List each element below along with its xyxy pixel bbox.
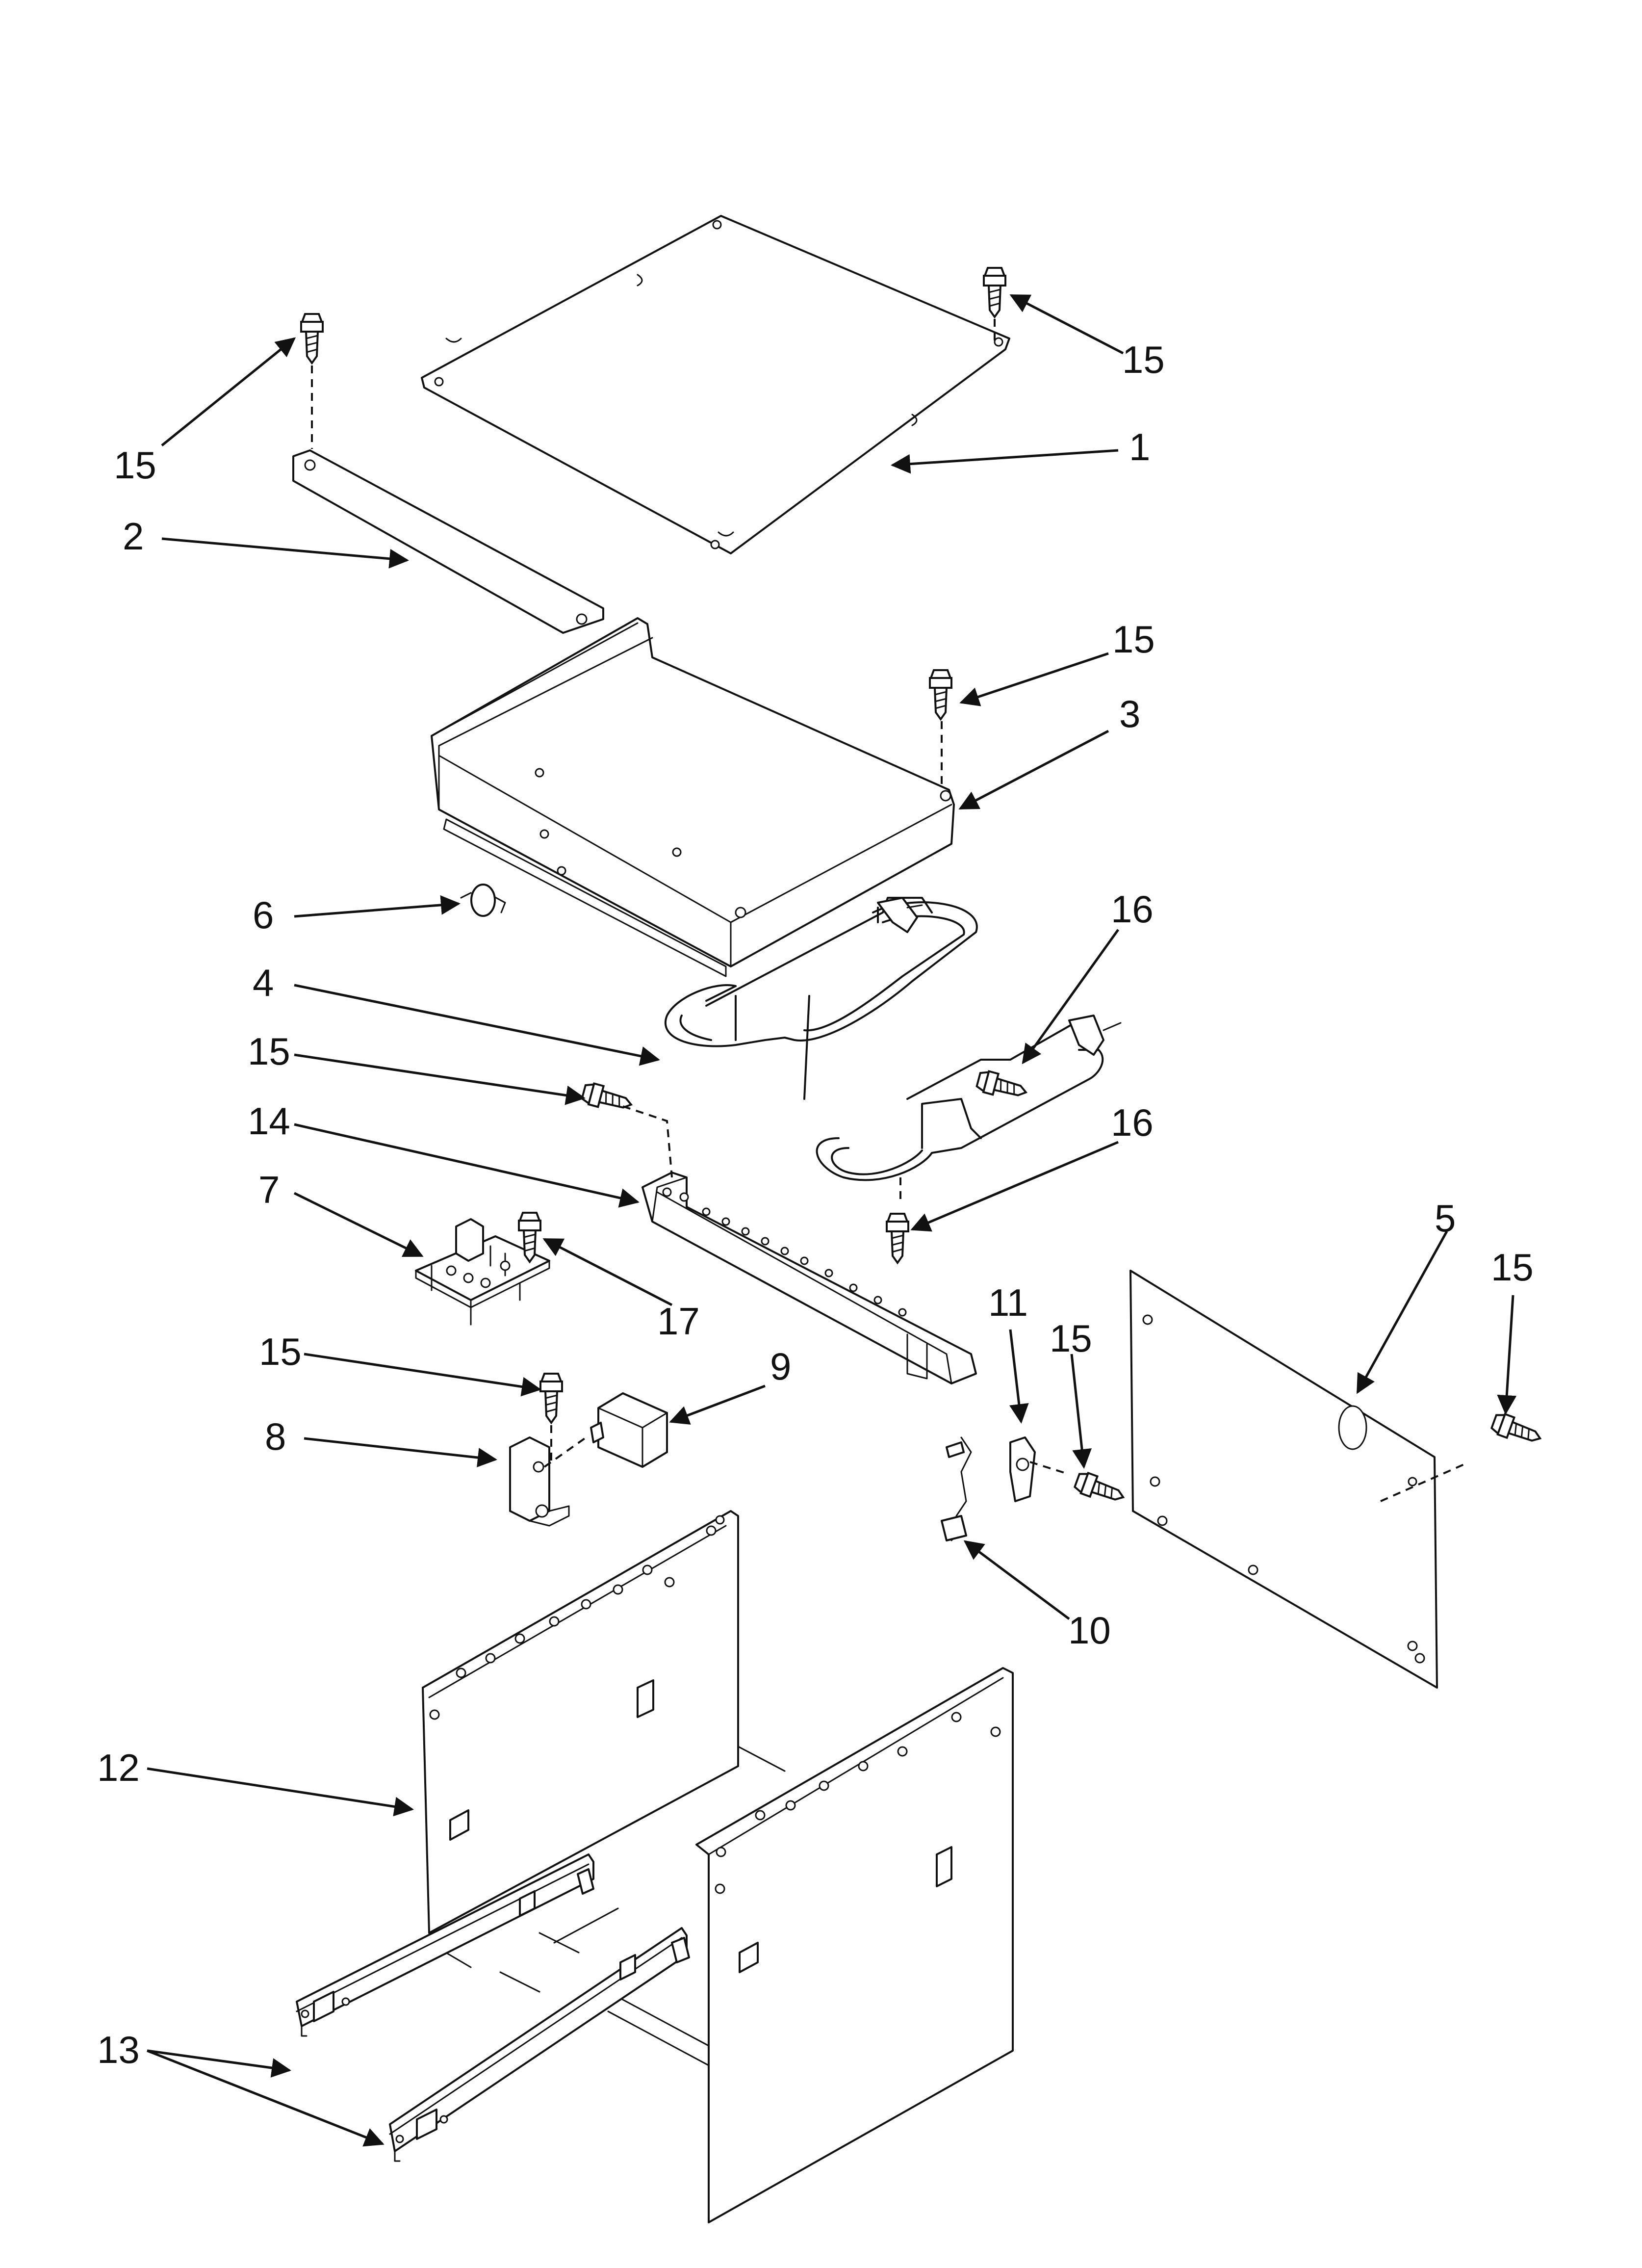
callout-10: 10 xyxy=(1068,1609,1111,1652)
callout-labels: 15 15 1 2 15 3 6 16 4 15 16 14 7 17 15 9… xyxy=(97,338,1534,2071)
part-7-control-board xyxy=(415,1218,550,1326)
callout-6: 6 xyxy=(253,893,274,937)
part-14-support-channel xyxy=(641,1172,977,1384)
callout-12: 12 xyxy=(97,1746,140,1789)
callout-15: 15 xyxy=(259,1330,302,1373)
part-12-cabinet-frame xyxy=(422,1510,1014,2223)
callout-8: 8 xyxy=(265,1415,286,1458)
part-11-clip xyxy=(1009,1436,1036,1502)
part-8-switch-bracket xyxy=(509,1436,570,1527)
screw-16-element-bottom xyxy=(886,1213,909,1264)
screw-15-panel xyxy=(1489,1410,1545,1450)
callout-1: 1 xyxy=(1129,425,1150,469)
part-4-heating-element xyxy=(665,897,1122,1181)
screw-16-element-side xyxy=(975,1068,1030,1104)
screw-15-housing xyxy=(929,669,952,720)
callout-15: 15 xyxy=(1122,338,1165,381)
callout-15: 15 xyxy=(114,443,156,487)
callout-15: 15 xyxy=(1491,1246,1534,1289)
callout-15: 15 xyxy=(1112,618,1155,661)
callout-17: 17 xyxy=(657,1300,700,1343)
callout-5: 5 xyxy=(1435,1197,1456,1240)
screw-15-top-right xyxy=(983,267,1006,318)
part-3-housing-tray xyxy=(431,617,955,977)
screw-15-channel xyxy=(580,1080,635,1116)
callout-3: 3 xyxy=(1119,692,1140,735)
assembly-lines xyxy=(311,319,1464,1502)
callout-15: 15 xyxy=(1050,1317,1092,1360)
callout-9: 9 xyxy=(770,1345,791,1388)
callout-7: 7 xyxy=(258,1168,280,1211)
callout-11: 11 xyxy=(988,1281,1028,1324)
leader-lines xyxy=(147,294,1517,2147)
part-6-thermostat xyxy=(460,884,506,917)
part-2-bracket-strip xyxy=(292,449,604,634)
part-10-wire-harness xyxy=(941,1436,972,1541)
callout-2: 2 xyxy=(123,515,144,558)
callout-16: 16 xyxy=(1111,1101,1154,1144)
screw-15-top-left xyxy=(300,313,324,364)
callout-16: 16 xyxy=(1111,887,1154,931)
part-1-top-cover xyxy=(421,215,1010,554)
callout-13: 13 xyxy=(97,2028,140,2071)
screw-15-clip xyxy=(1072,1469,1128,1509)
callout-4: 4 xyxy=(253,961,274,1004)
screw-15-switch xyxy=(539,1373,563,1424)
part-5-access-panel xyxy=(1129,1270,1438,1689)
callout-15: 15 xyxy=(248,1030,290,1073)
part-13-slide-rails xyxy=(296,1853,690,2162)
callout-14: 14 xyxy=(248,1099,290,1143)
part-9-switch xyxy=(590,1392,668,1468)
